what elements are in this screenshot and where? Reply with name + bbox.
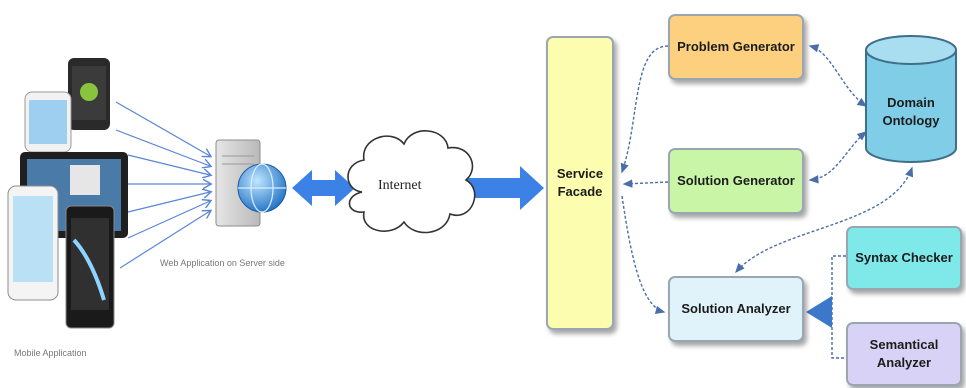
internet-cloud-icon — [347, 130, 476, 234]
domain-ontology-label: Domain Ontology — [882, 95, 940, 128]
phone-white-icon — [7, 185, 59, 301]
phone-xperia-icon — [65, 205, 115, 329]
syntax-checker-box: Syntax Checker — [846, 226, 962, 290]
problem-generator-box: Problem Generator — [668, 14, 804, 80]
solution-analyzer-box: Solution Analyzer — [668, 276, 804, 342]
server-internet-double-arrow — [292, 170, 355, 206]
service-facade-box: Service Facade — [546, 36, 614, 330]
server-caption: Web Application on Server side — [160, 258, 285, 268]
dashed-connectors — [620, 44, 914, 315]
devices-caption: Mobile Application — [14, 348, 87, 358]
server-icon — [215, 139, 287, 227]
domain-ontology-cylinder — [865, 35, 957, 163]
iphone-icon — [24, 91, 72, 153]
semantical-analyzer-box: Semantical Analyzer — [846, 322, 962, 386]
device-server-arrows — [115, 101, 210, 269]
internet-label: Internet — [378, 178, 422, 193]
checker-connector — [806, 255, 846, 359]
solution-generator-box: Solution Generator — [668, 148, 804, 214]
internet-facade-double-arrow — [438, 166, 544, 210]
smartphone-android-icon — [68, 58, 110, 130]
